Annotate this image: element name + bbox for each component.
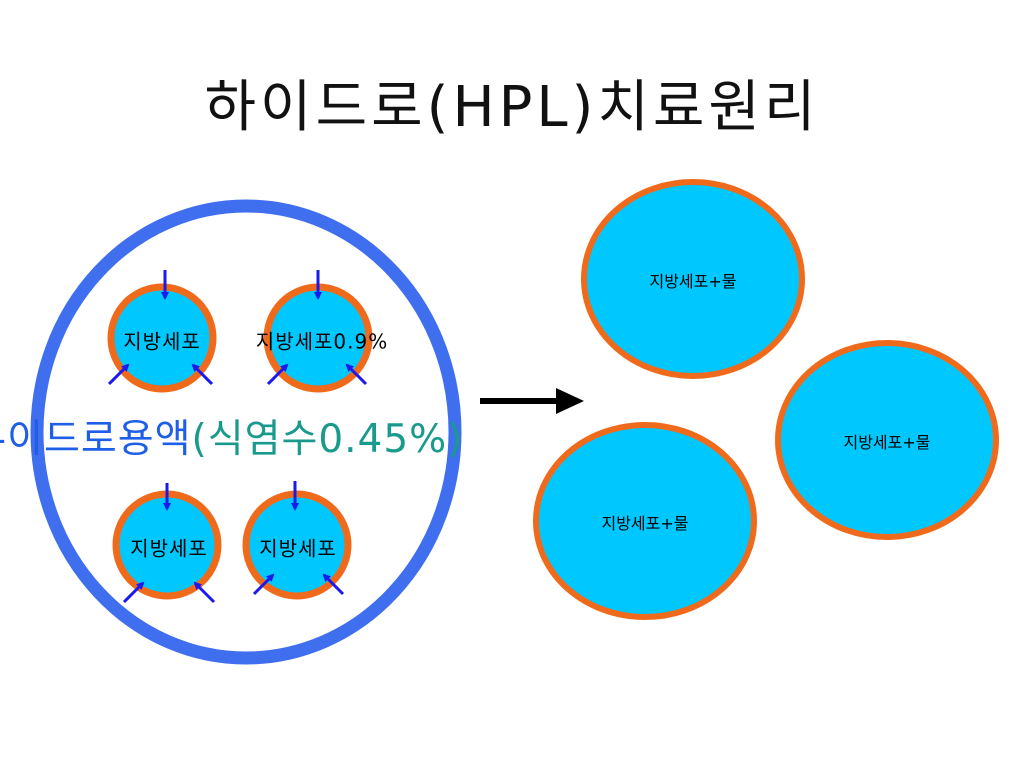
slide-title: 하이드로(HPL)치료원리 [204,75,820,140]
result-cell-1 [581,179,805,379]
small-cell-1 [107,283,217,393]
inflow-arrow [266,363,289,386]
solution-detail: (식염수0.45%) [191,417,464,462]
result-cell-3 [533,422,757,620]
inflow-arrow [345,363,368,386]
small-cell-4 [242,490,352,600]
small-cell-label: 지방세포 [130,536,208,561]
small-cell-label: 지방세포0.9% [255,329,389,354]
inflow-arrow [322,573,345,596]
inflow-arrows-cell-2 [266,270,368,386]
inflow-arrow [193,581,216,604]
small-cell-label: 지방세포 [123,329,201,354]
inflow-arrow [122,581,145,604]
inflow-arrows-cell-3 [122,483,216,604]
result-cell-label: 지방세포+물 [601,514,689,533]
small-cell-label: 지방세포 [259,536,337,561]
inflow-arrow [252,573,275,596]
inflow-arrows-cell-1 [107,270,214,386]
solution-container [30,199,462,665]
inflow-arrow [107,363,130,386]
transition-arrow [480,388,584,414]
inflow-arrows-cell-4 [252,481,345,596]
solution-name: -이드로용액 [0,417,192,462]
result-cell-2 [775,340,999,540]
inflow-arrow [191,363,214,386]
result-cell-label: 지방세포+물 [843,433,931,452]
solution-label: -이드로용액(식염수0.45%) [0,408,463,464]
result-cell-label: 지방세포+물 [649,272,737,291]
